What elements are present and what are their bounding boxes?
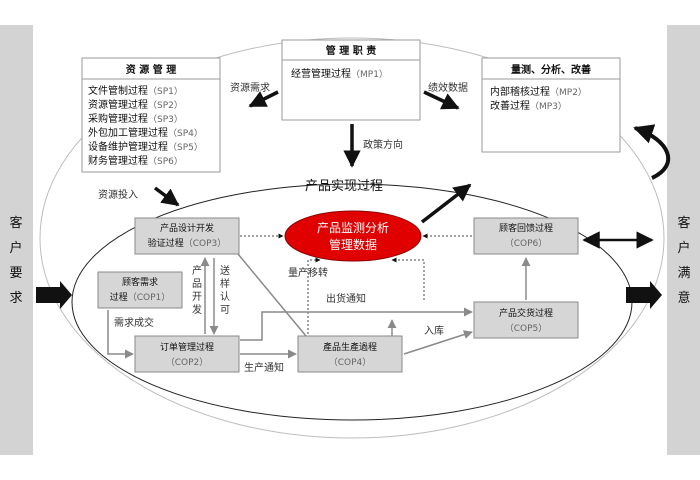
svg-text:產品生產過程: 產品生產過程 [323,341,377,353]
svg-text:送: 送 [220,264,230,277]
demand-to-order-arrow [107,310,134,359]
input-arrow [36,281,72,309]
management-duty-box: 管 理 职 责 经营管理过程（MP1） [281,39,421,121]
resource-management-box: 资 源 管 理 文件管制过程（SP1） 资源管理过程（SP2） 采购管理过程（S… [81,57,221,173]
performance-data-label: 绩效数据 [428,81,468,94]
svg-text:量测、分析、改善: 量测、分析、改善 [511,63,591,76]
outer-ellipse [39,37,665,439]
svg-text:顾客回馈过程: 顾客回馈过程 [499,222,553,234]
svg-text:产品监测分析: 产品监测分析 [317,221,389,235]
svg-text:客: 客 [677,215,690,231]
svg-text:样: 样 [220,277,230,290]
resource-demand-arrow [248,90,279,108]
order-process-box: 订单管理过程 （COP2） [134,335,240,373]
delivery-process-box: 产品交货过程 （COP5） [473,301,579,339]
svg-text:产品交货过程: 产品交货过程 [499,307,553,319]
svg-text:产品设计开发: 产品设计开发 [160,222,214,234]
svg-text:经营管理过程（MP1）: 经营管理过程（MP1） [291,67,388,80]
svg-text:管 理 职 责: 管 理 职 责 [326,44,376,57]
svg-text:过程（COP1）: 过程（COP1） [110,291,171,303]
svg-text:管理数据: 管理数据 [329,237,377,252]
svg-text:（COP4）: （COP4） [329,357,372,368]
svg-text:订单管理过程: 订单管理过程 [160,341,214,353]
svg-text:验证过程（COP3）: 验证过程（COP3） [148,237,227,249]
svg-text:（COP2）: （COP2） [166,357,209,368]
production-to-center-dotted [307,257,321,334]
output-arrow [626,281,662,309]
demand-process-box: 顾客需求 过程（COP1） [97,271,183,309]
svg-text:要: 要 [9,266,22,281]
svg-text:户: 户 [677,240,690,256]
shipping-notice-arrow [240,307,473,341]
curved-feedback-arrow [633,124,671,180]
design-process-box: 产品设计开发 验证过程（COP3） [134,217,240,255]
svg-text:认: 认 [220,290,230,303]
monitoring-data-node [284,210,422,262]
list-item: 采购管理过程（SP3） [88,112,183,125]
svg-text:产: 产 [192,264,202,277]
warehouse-in-arrow [403,330,473,355]
svg-text:客: 客 [9,215,22,231]
svg-text:户: 户 [9,240,22,256]
svg-text:可: 可 [220,305,230,316]
list-item: 设备维护管理过程（SP5） [88,140,203,153]
customer-requirement-panel [0,25,33,455]
customer-requirement-text: 客 户 要 求 [9,215,22,306]
svg-text:发: 发 [192,303,202,316]
data-out-arrow [420,183,472,224]
shipping-notice-label: 出货通知 [326,292,366,305]
svg-text:（COP6）: （COP6） [505,238,548,249]
customer-satisfaction-text: 客 户 满 意 [677,215,690,306]
resource-input-label: 资源投入 [98,188,138,201]
demand-confirmed-label: 需求成交 [114,316,154,329]
measure-analysis-box: 量测、分析、改善 内部稽核过程（MP2） 改善过程（MP3） [481,57,621,153]
mass-transfer-label: 量产移转 [288,266,328,279]
delivery-to-center-dotted [391,257,425,300]
svg-text:（COP5）: （COP5） [505,323,548,334]
performance-data-arrow [423,90,460,110]
production-notice-label: 生产通知 [244,361,284,374]
list-item: 外包加工管理过程（SP4） [88,126,203,139]
svg-text:意: 意 [677,290,690,306]
svg-text:满: 满 [677,266,690,281]
svg-text:求: 求 [9,291,22,306]
product-realization-title: 产品实现过程 [305,179,383,194]
svg-text:开: 开 [192,292,202,303]
list-item: 内部稽核过程（MP2） [490,85,587,98]
customer-satisfaction-panel [667,25,700,455]
list-item: 改善过程（MP3） [490,99,567,112]
svg-text:品: 品 [192,278,202,290]
production-process-box: 產品生產過程 （COP4） [297,335,403,373]
policy-direction-label: 政策方向 [363,138,403,151]
list-item: 资源管理过程（SP2） [88,98,183,111]
list-item: 财务管理过程（SP6） [88,154,183,167]
svg-text:顾客需求: 顾客需求 [122,276,158,288]
resource-demand-label: 资源需求 [230,81,270,94]
resource-input-arrow [153,186,180,207]
feedback-process-box: 顾客回馈过程 （COP6） [473,217,579,255]
svg-text:资 源 管 理: 资 源 管 理 [126,63,176,76]
warehouse-in-label: 入库 [424,324,444,337]
list-item: 文件管制过程（SP1） [88,84,183,97]
design-to-production-line [237,253,307,337]
